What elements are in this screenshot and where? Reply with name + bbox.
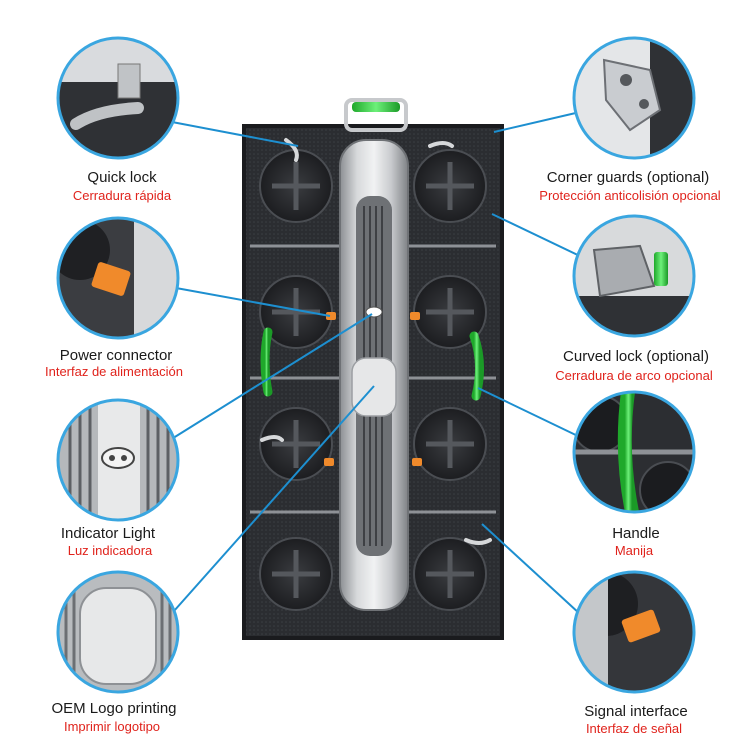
curved-lock-label-es: Cerradura de arco opcional — [555, 368, 713, 383]
handle-label: Handle — [612, 525, 660, 542]
callout-power-connector: Power connector Interfaz de alimentación — [45, 216, 183, 379]
quick-lock-label-es: Cerradura rápida — [73, 188, 172, 203]
curved-lock-label: Curved lock (optional) — [563, 348, 709, 365]
corner-guard-icon — [574, 38, 694, 158]
callout-quick-lock: Quick lock Cerradura rápida — [56, 36, 180, 203]
curved-lock-icon — [574, 216, 694, 336]
top-carry-handle — [344, 98, 408, 132]
callout-handle: Handle Manija — [572, 390, 696, 558]
handle-label-es: Manija — [615, 543, 654, 558]
callout-indicator-light: Indicator Light Luz indicadora — [56, 398, 180, 558]
top-handle-grip — [352, 102, 400, 112]
quick-lock-levers — [260, 138, 492, 545]
indicator-light-label-es: Luz indicadora — [68, 543, 153, 558]
leader-lines — [165, 111, 585, 621]
connectors — [324, 312, 422, 466]
power-connector-label-es: Interfaz de alimentación — [45, 364, 183, 379]
indicator-light-label: Indicator Light — [61, 525, 156, 542]
callout-signal-interface: Signal interface Interfaz de señal — [572, 570, 696, 736]
oem-logo-label: OEM Logo printing — [51, 700, 176, 717]
signal-interface-label: Signal interface — [584, 703, 687, 720]
callout-oem-logo: OEM Logo printing Imprimir logotipo — [51, 570, 180, 734]
signal-interface-icon — [574, 572, 694, 692]
led-cabinet — [242, 98, 504, 640]
corner-guards-label-es: Protección anticolisión opcional — [539, 188, 720, 203]
right-side-handle — [469, 331, 484, 401]
module-cross-marks — [272, 162, 474, 598]
callout-corner-guards: Corner guards (optional) Protección anti… — [539, 36, 721, 203]
oem-logo-label-es: Imprimir logotipo — [64, 719, 160, 734]
corner-guards-label: Corner guards (optional) — [547, 169, 710, 186]
signal-interface-label-es: Interfaz de señal — [586, 721, 682, 736]
quick-lock-label: Quick lock — [87, 169, 157, 186]
left-side-handle — [260, 327, 273, 397]
power-connector-label: Power connector — [60, 347, 173, 364]
callout-curved-lock: Curved lock (optional) Cerradura de arco… — [555, 214, 713, 383]
indicator-light-icon — [58, 400, 178, 520]
